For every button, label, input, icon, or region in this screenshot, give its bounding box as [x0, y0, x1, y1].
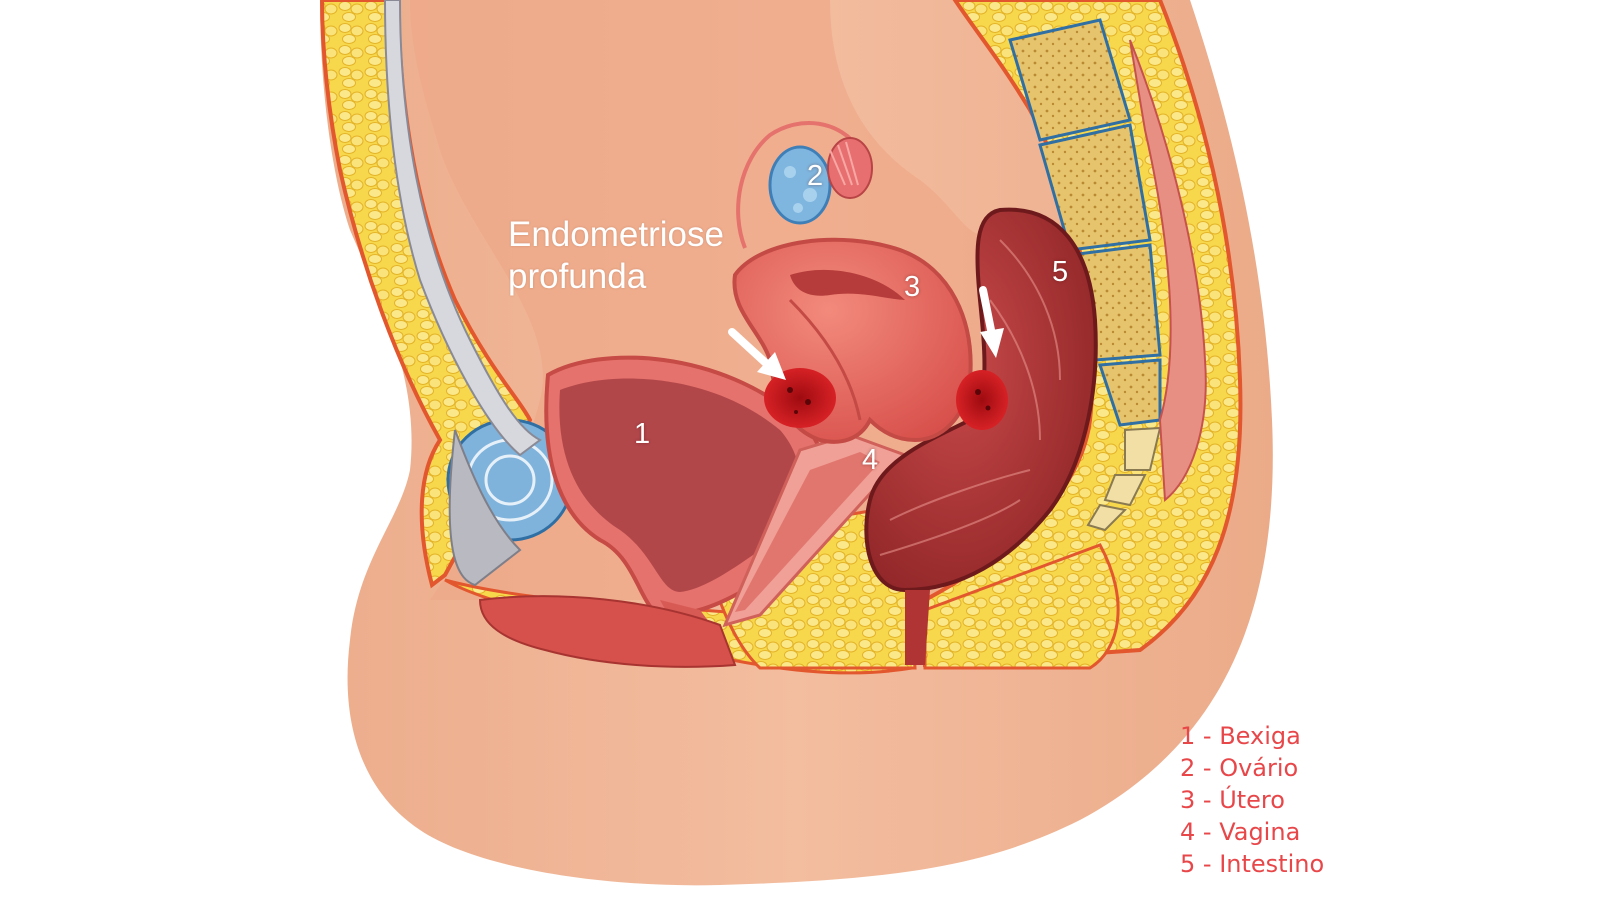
- arrow-right-lesion-icon: [979, 286, 1004, 358]
- uterine-fold: [788, 298, 862, 421]
- pubic-ligament: [448, 429, 522, 587]
- uterine-cavity: [790, 269, 905, 300]
- bladder-lumen: [559, 378, 800, 592]
- vaginal-canal: [735, 452, 880, 612]
- arrow-left-lesion-icon: [728, 328, 786, 380]
- intestine-folds: [879, 239, 1061, 556]
- rectum-lower: [905, 590, 930, 665]
- labia: [478, 595, 737, 668]
- fimbriae: [827, 137, 873, 199]
- abdominal-tendon: [383, 0, 542, 457]
- coccyx-fat: [923, 543, 1120, 670]
- fallopian-tube: [736, 121, 862, 249]
- ovary: [768, 145, 832, 225]
- sacral-muscle: [1129, 39, 1207, 502]
- lesion-posterior: [956, 370, 1008, 430]
- lesion-anterior: [764, 368, 836, 428]
